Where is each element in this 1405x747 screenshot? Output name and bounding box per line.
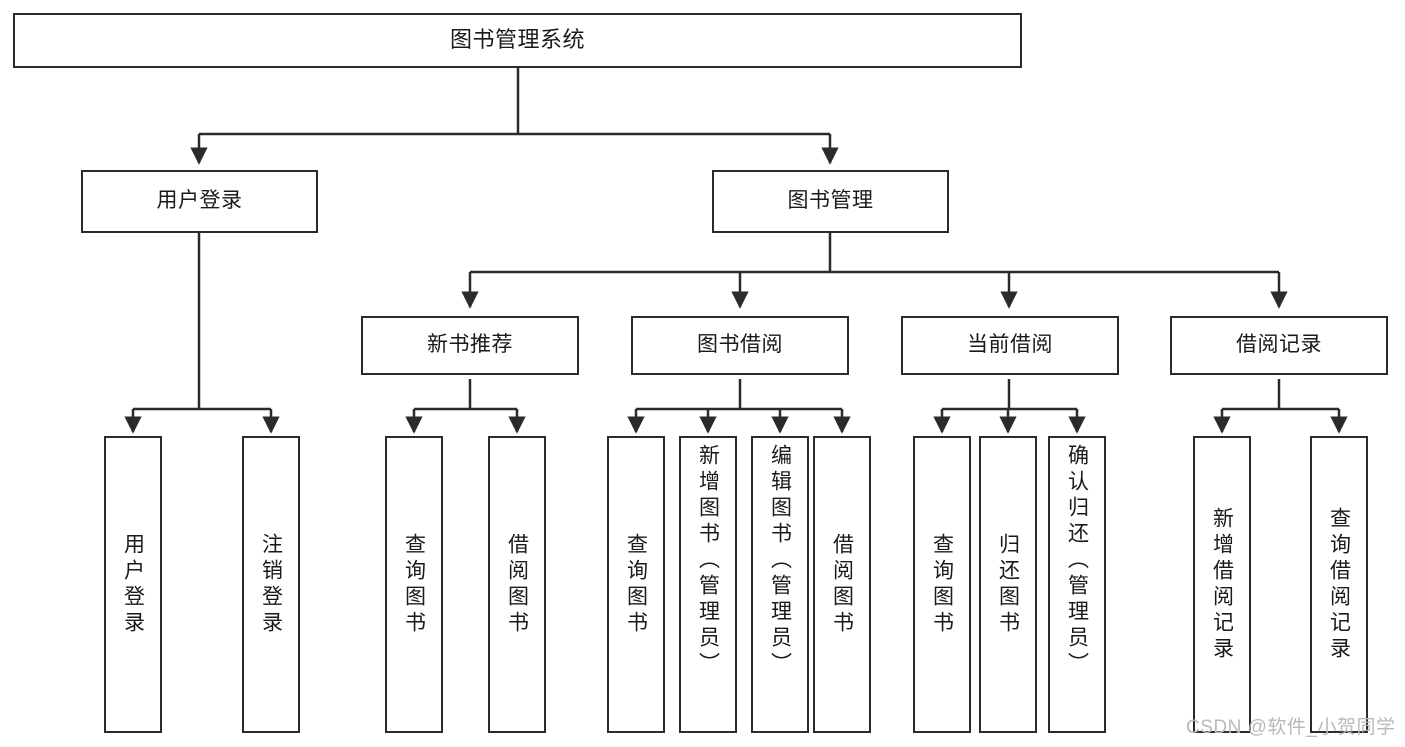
node-leaf-edit-book[interactable]: 编辑图书（管理员） (751, 436, 809, 733)
node-leaf-user-logout-label: 注销登录 (259, 532, 283, 637)
node-leaf-query-record[interactable]: 查询借阅记录 (1310, 436, 1368, 733)
node-borrow-record-label: 借阅记录 (1236, 333, 1322, 357)
node-leaf-user-login-label: 用户登录 (121, 532, 145, 637)
node-current-borrow[interactable]: 当前借阅 (901, 316, 1119, 375)
node-leaf-query-book-1-label: 查询图书 (402, 532, 426, 637)
node-book-manage[interactable]: 图书管理 (712, 170, 949, 233)
node-leaf-query-book-3[interactable]: 查询图书 (913, 436, 971, 733)
node-book-borrow-label: 图书借阅 (697, 333, 783, 357)
watermark-text: CSDN @软件_小贺同学 (1186, 717, 1396, 738)
node-leaf-query-record-label: 查询借阅记录 (1327, 506, 1351, 663)
node-user-login[interactable]: 用户登录 (81, 170, 318, 233)
node-leaf-borrow-book-1[interactable]: 借阅图书 (488, 436, 546, 733)
node-root-label: 图书管理系统 (449, 27, 585, 53)
node-root[interactable]: 图书管理系统 (13, 13, 1022, 68)
node-leaf-add-record[interactable]: 新增借阅记录 (1193, 436, 1251, 733)
node-borrow-record[interactable]: 借阅记录 (1170, 316, 1388, 375)
node-leaf-edit-book-label: 编辑图书（管理员） (768, 444, 792, 678)
node-leaf-query-book-2-label: 查询图书 (624, 532, 648, 637)
node-leaf-user-logout[interactable]: 注销登录 (242, 436, 300, 733)
node-leaf-query-book-3-label: 查询图书 (930, 532, 954, 637)
node-leaf-borrow-book-2-label: 借阅图书 (830, 532, 854, 637)
node-leaf-borrow-book-1-label: 借阅图书 (505, 532, 529, 637)
node-new-book-recommend[interactable]: 新书推荐 (361, 316, 579, 375)
node-user-login-label: 用户登录 (156, 189, 243, 213)
node-leaf-return-book[interactable]: 归还图书 (979, 436, 1037, 733)
node-leaf-confirm-return-label: 确认归还（管理员） (1065, 444, 1089, 678)
node-leaf-query-book-1[interactable]: 查询图书 (385, 436, 443, 733)
node-leaf-user-login[interactable]: 用户登录 (104, 436, 162, 733)
node-leaf-borrow-book-2[interactable]: 借阅图书 (813, 436, 871, 733)
node-leaf-return-book-label: 归还图书 (996, 532, 1020, 637)
node-leaf-add-book[interactable]: 新增图书（管理员） (679, 436, 737, 733)
node-current-borrow-label: 当前借阅 (967, 333, 1053, 357)
node-leaf-query-book-2[interactable]: 查询图书 (607, 436, 665, 733)
node-new-book-recommend-label: 新书推荐 (427, 333, 513, 357)
node-leaf-add-book-label: 新增图书（管理员） (696, 444, 720, 678)
node-leaf-confirm-return[interactable]: 确认归还（管理员） (1048, 436, 1106, 733)
node-leaf-add-record-label: 新增借阅记录 (1210, 506, 1234, 663)
node-book-borrow[interactable]: 图书借阅 (631, 316, 849, 375)
node-book-manage-label: 图书管理 (787, 189, 874, 213)
